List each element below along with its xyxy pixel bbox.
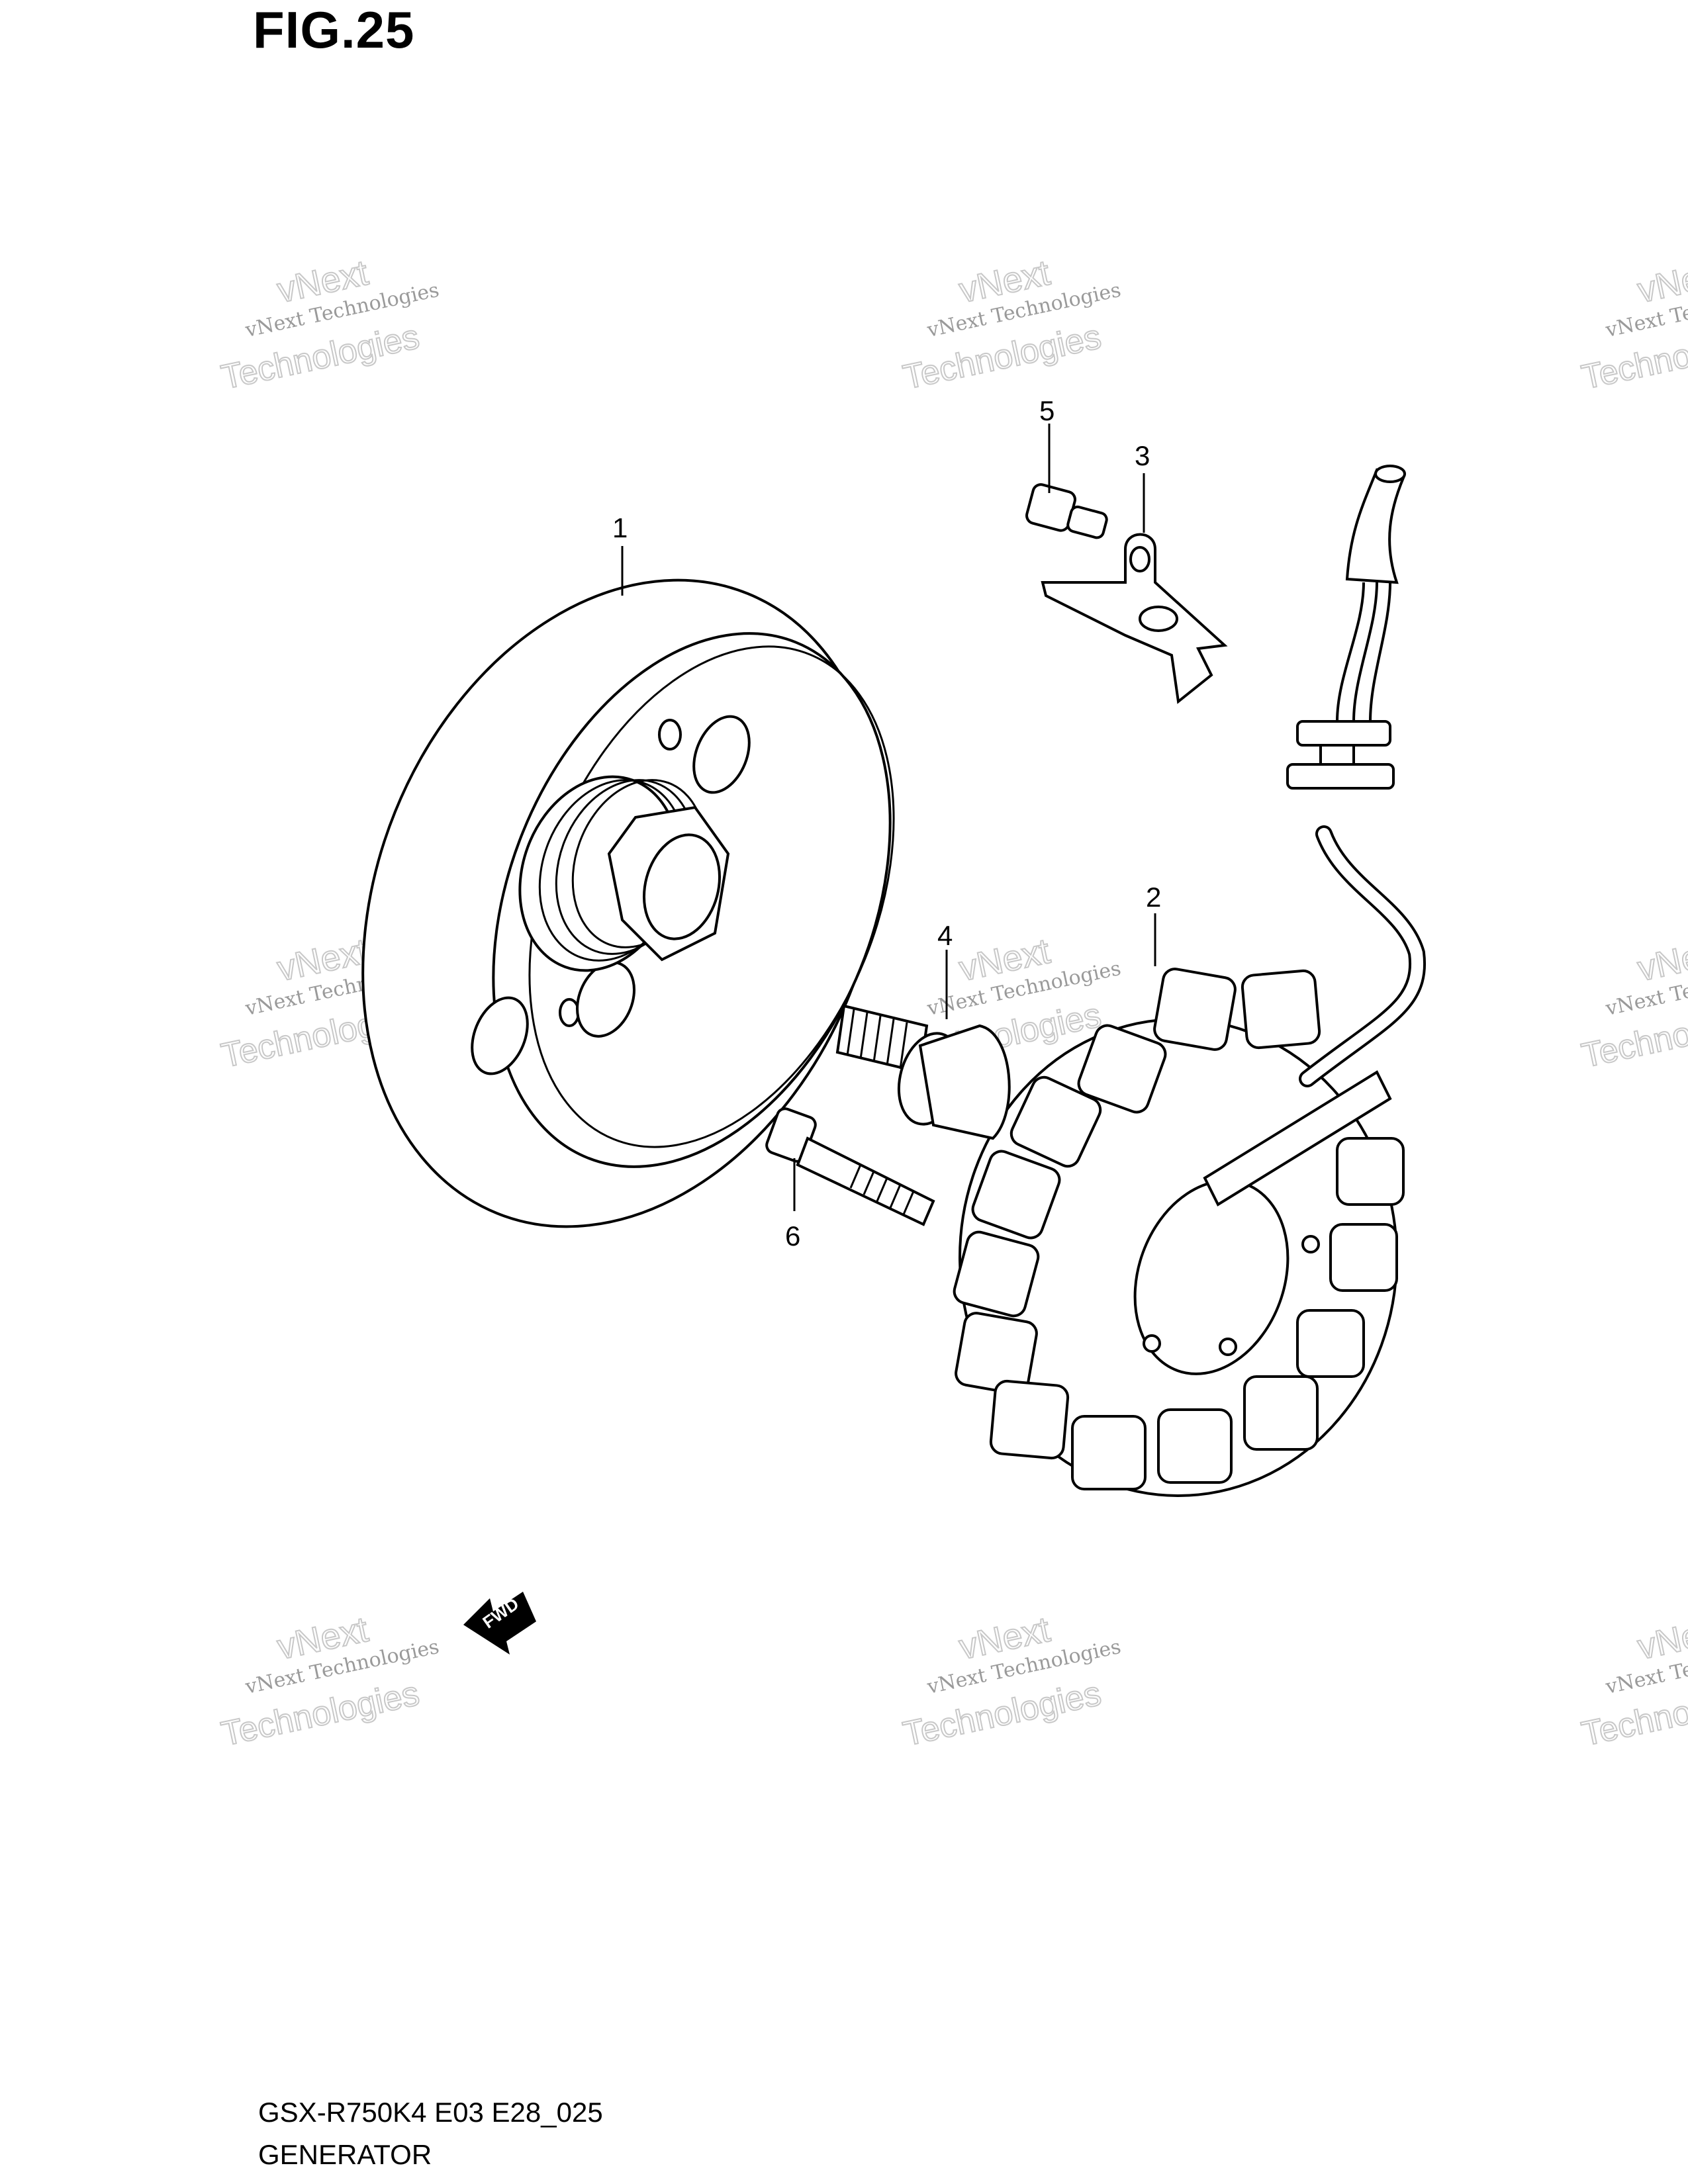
watermark: vNext Technologies vNext Technologies [899, 252, 1123, 398]
rotor-bolt-part-4 [835, 1004, 1011, 1140]
clamp-part-3 [1041, 533, 1228, 704]
fwd-arrow-icon: FWD [463, 1592, 536, 1655]
watermark: vNext Technologies vNext Technologies [217, 1609, 441, 1754]
watermark: vNext Technologies vNext Technologies [1577, 931, 1688, 1076]
rotor-part-1 [361, 578, 895, 1228]
stator-part-2 [953, 465, 1427, 1497]
figure-code: GSX-R750K4 E03 E28_025 [258, 2097, 603, 2128]
callout-3: 3 [1135, 440, 1150, 471]
watermark: vNext Technologies vNext Technologies [217, 252, 441, 398]
watermark: vNext Technologies vNext Technologies [1577, 252, 1688, 398]
bolt-part-5 [1025, 483, 1108, 539]
callout-6: 6 [785, 1220, 800, 1251]
callout-4: 4 [937, 920, 953, 951]
figure-title: FIG.25 [253, 1, 415, 59]
svg-text:vNext: vNext [1634, 931, 1688, 989]
svg-text:vNext: vNext [1634, 1610, 1688, 1667]
bolt-part-6 [765, 1107, 935, 1226]
watermark: vNext Technologies vNext Technologies [899, 1609, 1123, 1754]
callout-5: 5 [1039, 395, 1055, 426]
svg-text:vNext: vNext [1634, 253, 1688, 310]
callout-2: 2 [1146, 882, 1161, 913]
callout-1: 1 [612, 512, 628, 543]
watermark: vNext Technologies vNext Technologies [1577, 1609, 1688, 1754]
figure-name: GENERATOR [258, 2139, 432, 2170]
